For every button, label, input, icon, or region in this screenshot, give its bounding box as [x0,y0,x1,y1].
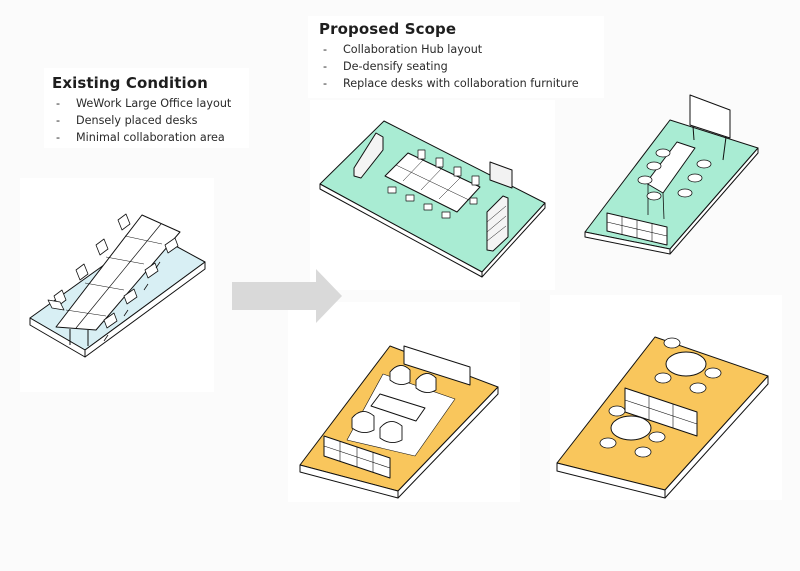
proposed-scope-list: -Collaboration Hub layout -De-densify se… [319,41,604,92]
lounge-chairs [351,365,437,443]
proposed-scope-box: Proposed Scope -Collaboration Hub layout… [308,16,604,98]
existing-condition-list: -WeWork Large Office layout -Densely pla… [52,95,249,146]
existing-bullet: -Densely placed desks [56,114,198,127]
tall-shelving [486,195,509,252]
proposed-bullet: -Collaboration Hub layout [323,43,483,56]
credenza [403,345,471,386]
meeting-floor-side-right [481,202,546,278]
low-credenza [353,132,384,179]
benching-desk [55,214,181,331]
proposed-bullet: -De-densify seating [323,60,448,73]
whiteboard [489,161,513,189]
proposed-scope-title: Proposed Scope [319,20,457,38]
bentwood-chairs [599,337,722,458]
round-table-upper [665,351,707,377]
mobile-whiteboard [689,94,731,139]
existing-bullet: -Minimal collaboration area [56,131,225,144]
existing-office-diagram [29,213,206,358]
round-table-lower [610,415,652,441]
existing-condition-title: Existing Condition [52,74,208,92]
transition-arrow-icon [232,269,342,323]
standing-table-diagram [584,94,759,255]
existing-condition-box: Existing Condition -WeWork Large Office … [44,68,249,148]
task-chair-row-right [103,237,179,342]
coffee-table [370,393,426,422]
existing-bullet: -WeWork Large Office layout [56,97,232,110]
meeting-chairs [387,149,480,219]
standing-floor-side-right [669,147,759,255]
cafe-diagram [556,336,769,499]
stools [637,148,712,201]
meeting-table-diagram [319,120,546,278]
proposed-bullet: -Replace desks with collaboration furnit… [323,77,579,90]
task-chair-row-left [47,213,131,311]
existing-floor-side-right [84,261,206,358]
lounge-diagram [299,345,499,499]
cafe-floor-side-right [664,375,769,499]
lounge-floor-side-right [397,386,499,499]
